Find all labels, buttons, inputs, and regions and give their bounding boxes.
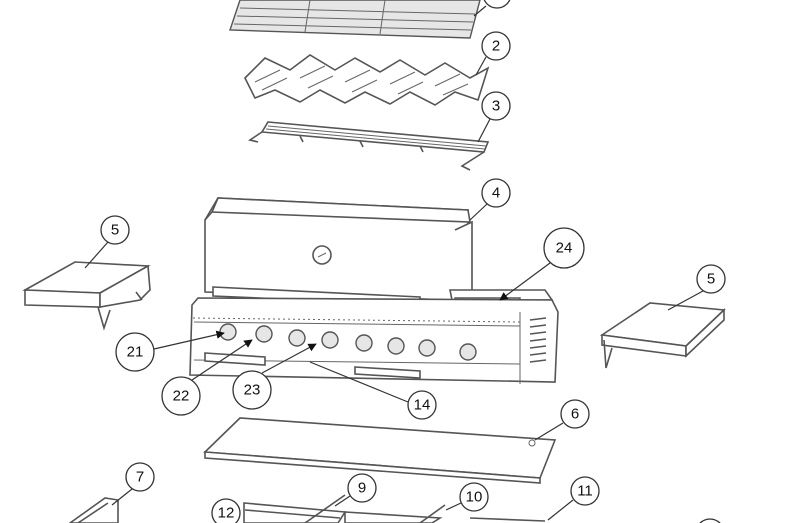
svg-text:21: 21 bbox=[127, 344, 144, 361]
callout-14: 14 bbox=[407, 390, 437, 420]
svg-text:3: 3 bbox=[492, 98, 500, 115]
callout-6: 6 bbox=[560, 399, 590, 429]
svg-text:9: 9 bbox=[358, 480, 366, 497]
bottom-panel bbox=[203, 417, 557, 484]
warming-rack bbox=[248, 121, 490, 171]
callout-23: 23 bbox=[232, 370, 272, 410]
svg-text:2: 2 bbox=[492, 38, 500, 55]
svg-text:4: 4 bbox=[492, 185, 500, 202]
left-side-shelf bbox=[22, 261, 151, 331]
svg-text:12: 12 bbox=[218, 505, 235, 522]
svg-text:22: 22 bbox=[173, 388, 190, 405]
side-vents bbox=[529, 317, 547, 363]
svg-text:23: 23 bbox=[244, 382, 261, 399]
svg-text:6: 6 bbox=[571, 406, 579, 423]
svg-text:24: 24 bbox=[556, 240, 573, 257]
svg-text:14: 14 bbox=[414, 397, 431, 414]
svg-text:5: 5 bbox=[707, 271, 715, 288]
callout-5-left: 5 bbox=[100, 215, 130, 245]
cabinet-parts bbox=[68, 494, 546, 523]
callout-24: 24 bbox=[543, 227, 585, 269]
callout-10: 10 bbox=[459, 482, 489, 512]
svg-text:7: 7 bbox=[136, 469, 144, 486]
right-side-shelf bbox=[599, 302, 726, 369]
callout-11: 11 bbox=[570, 476, 600, 506]
callout-1 bbox=[483, 0, 511, 9]
callout-2: 2 bbox=[481, 31, 511, 61]
callout-9: 9 bbox=[347, 473, 377, 503]
svg-text:10: 10 bbox=[466, 489, 483, 506]
callout-22: 22 bbox=[161, 376, 201, 416]
callout-12: 12 bbox=[211, 498, 241, 523]
callout-3: 3 bbox=[481, 91, 511, 121]
cooking-grates bbox=[229, 0, 481, 39]
callout-13 bbox=[699, 518, 721, 523]
flame-tamers bbox=[244, 54, 490, 106]
grill-body bbox=[189, 197, 559, 384]
svg-text:5: 5 bbox=[111, 222, 119, 239]
callout-7: 7 bbox=[125, 462, 155, 492]
callout-21: 21 bbox=[115, 332, 155, 372]
callout-5-right: 5 bbox=[696, 264, 726, 294]
callout-4: 4 bbox=[481, 178, 511, 208]
svg-text:11: 11 bbox=[577, 483, 593, 500]
